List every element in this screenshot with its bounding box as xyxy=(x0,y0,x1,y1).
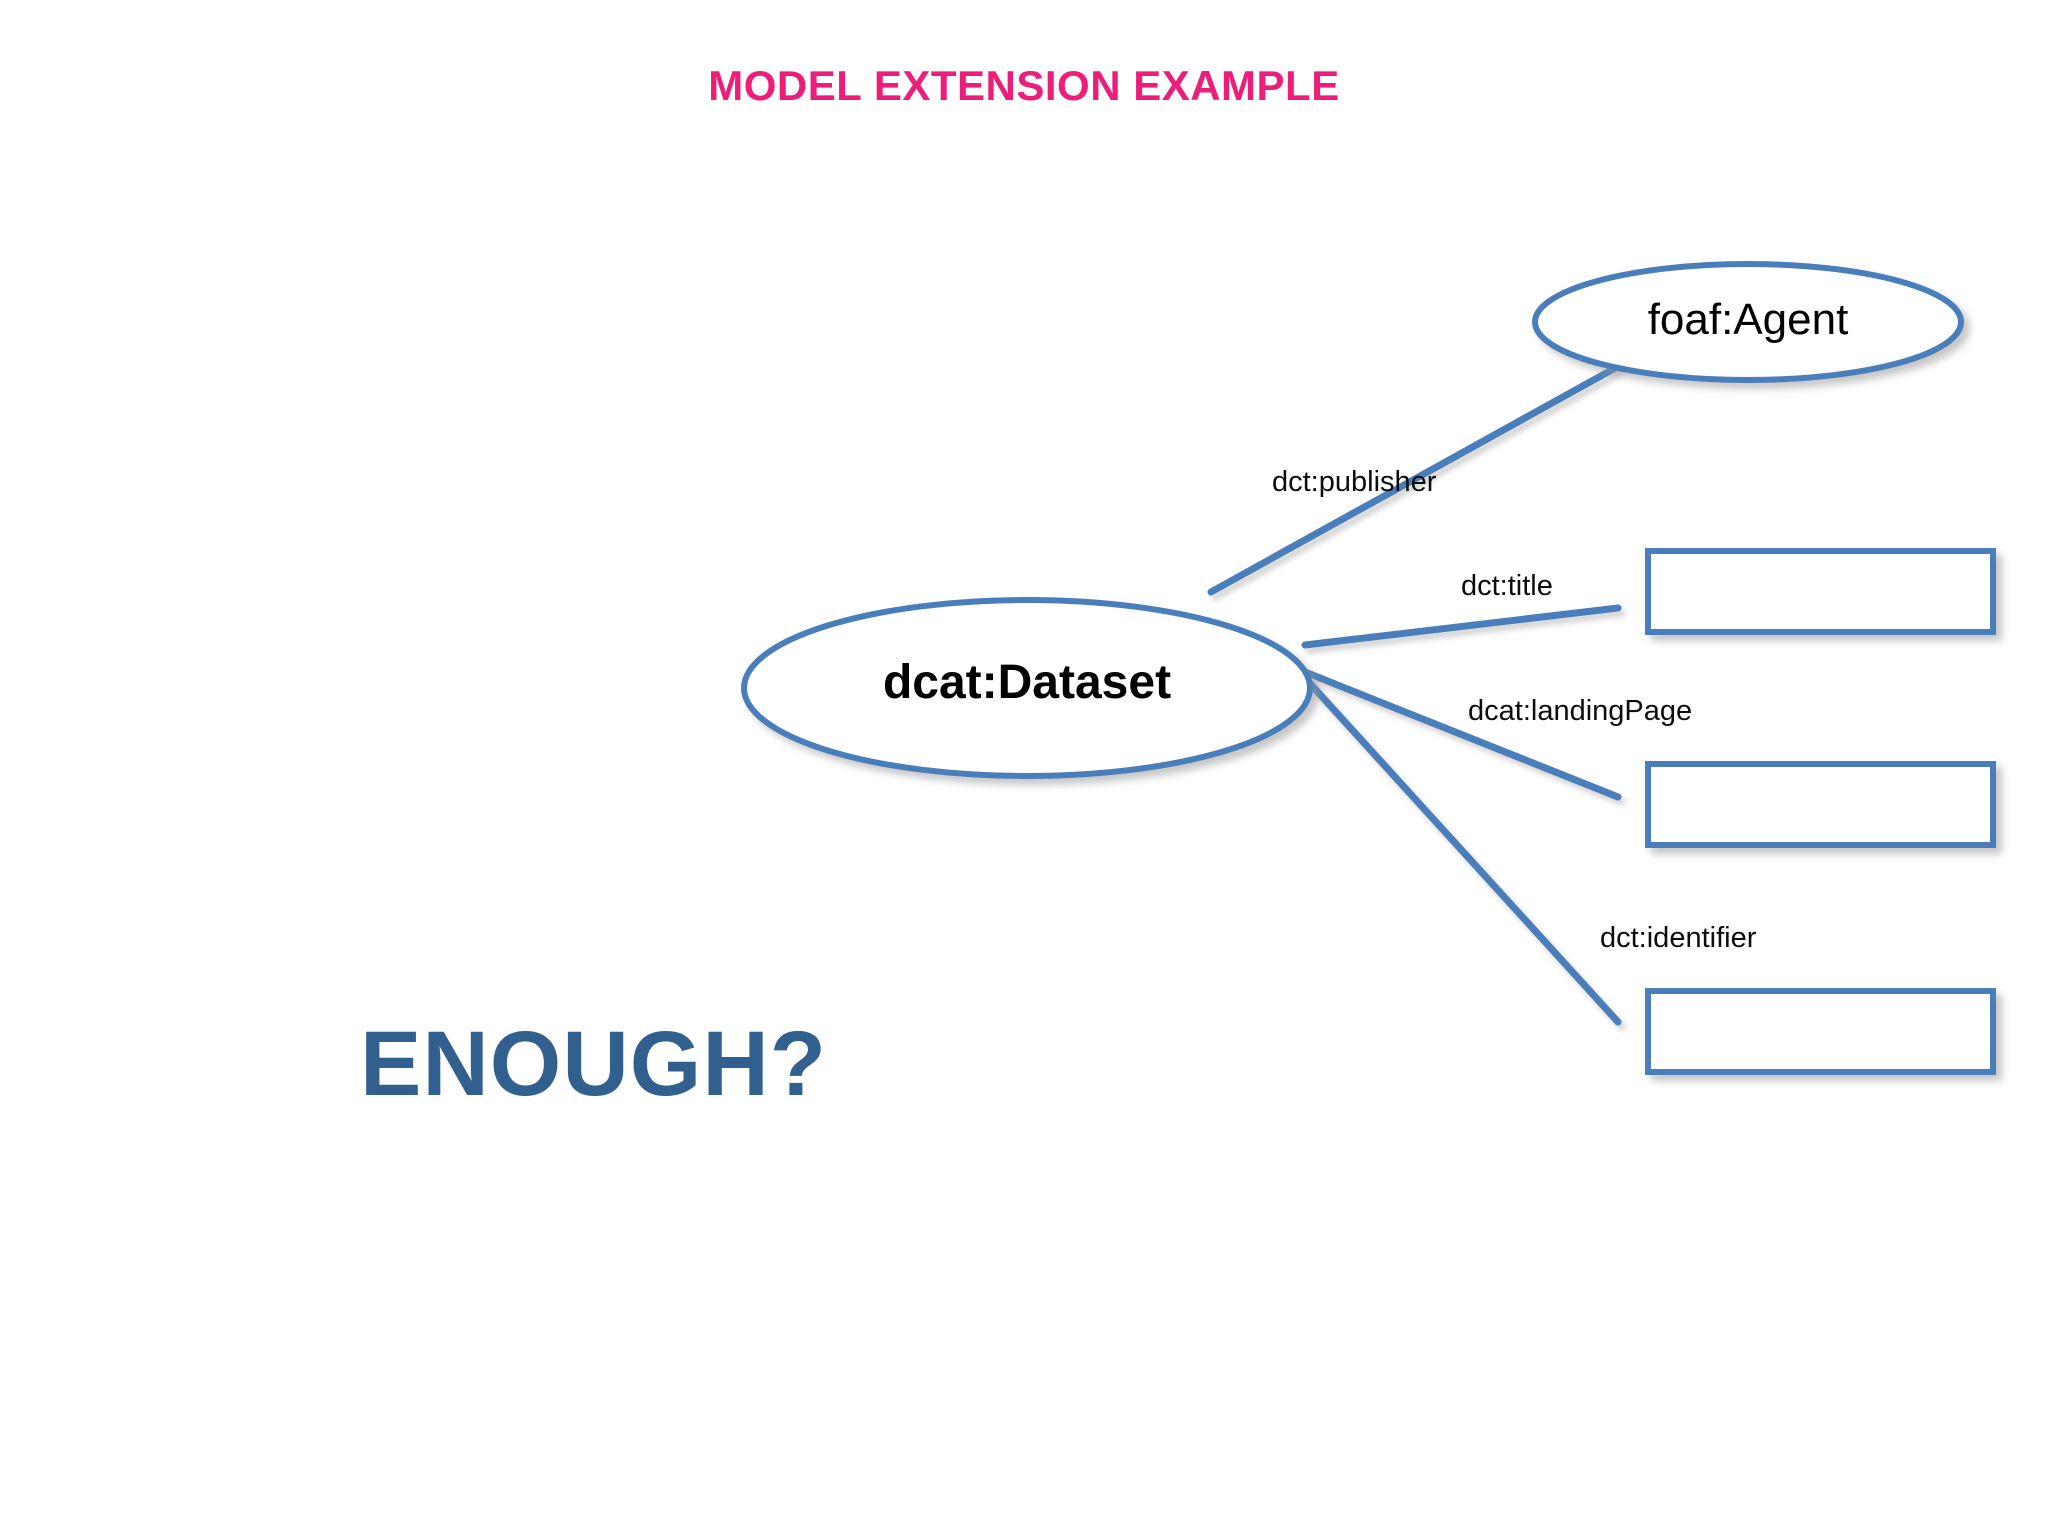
edge-line-dct-identifier xyxy=(1301,674,1622,1026)
node-label-foaf-agent: foaf:Agent xyxy=(1647,295,1849,344)
page-title: MODEL EXTENSION EXAMPLE xyxy=(708,62,1340,109)
edge-line-dcat-landingpage xyxy=(1301,668,1622,801)
value-box-dcat-landingpage xyxy=(1645,761,1996,848)
value-box-dct-identifier xyxy=(1645,988,1996,1075)
footer-logo-bar: DTL DUTCH TECHCENTRE FOR LIFE SCIENCES xyxy=(0,1446,2048,1536)
callout-text-enough: ENOUGH? xyxy=(360,1013,827,1115)
edge-label-dct-identifier: dct:identifier xyxy=(1600,922,1757,954)
value-box-dct-title xyxy=(1645,548,1996,635)
edge-label-dct-publisher: dct:publisher xyxy=(1272,466,1437,498)
edge-label-dct-title: dct:title xyxy=(1461,570,1553,602)
edge-line-dct-title xyxy=(1301,604,1622,649)
node-label-dcat-dataset: dcat:Dataset xyxy=(882,656,1172,709)
edge-label-dcat-landingpage: dcat:landingPage xyxy=(1468,695,1693,727)
